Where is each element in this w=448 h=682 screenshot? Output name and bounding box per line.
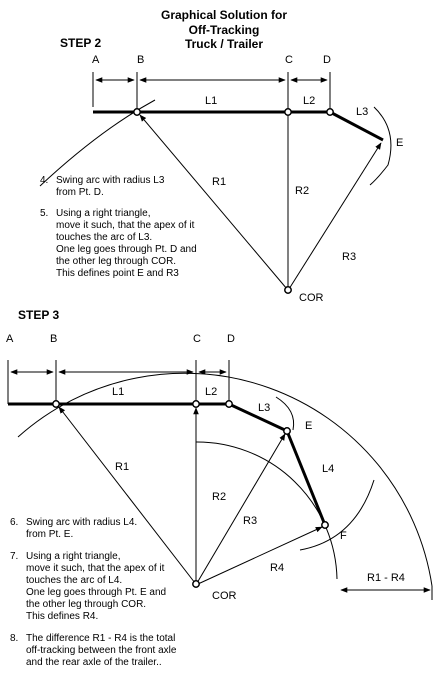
step2-label-r2: R2 <box>295 185 309 197</box>
step2-label-cor: COR <box>299 292 324 304</box>
step3-label-f: F <box>340 530 347 542</box>
step2-radius-r1 <box>139 114 288 290</box>
note-8-line-3: and the rear axle of the trailer.. <box>26 657 162 668</box>
note-7-number: 7. <box>10 551 18 562</box>
step2-heading: STEP 2 <box>60 36 101 50</box>
step3-arc-r4 <box>195 441 338 580</box>
note-4-line-1: Swing arc with radius L3 <box>56 175 165 186</box>
note-8-line-1: The difference R1 - R4 is the total <box>26 633 175 644</box>
step2-label-r3: R3 <box>342 251 356 263</box>
step3-point-c <box>192 400 200 408</box>
note-7-line-3: touches the arc of L4. <box>26 575 122 586</box>
step2-point-c <box>284 108 292 116</box>
note-5-line-1: Using a right triangle, <box>56 208 151 219</box>
step3-label-r1: R1 <box>115 461 129 473</box>
step3-label-l3: L3 <box>258 402 270 414</box>
step2-label-l2: L2 <box>303 95 315 107</box>
step3-point-cor <box>192 580 200 588</box>
note-4-number: 4. <box>40 175 48 186</box>
step2-notes: 4. Swing arc with radius L3 from Pt. D. … <box>40 175 197 279</box>
step2-label-e: E <box>396 137 403 149</box>
step3-label-r3: R3 <box>243 515 257 527</box>
step2-point-b <box>133 108 141 116</box>
step3-point-d <box>225 400 233 408</box>
step3-radius-r1 <box>58 406 196 584</box>
step3-point-f <box>321 521 329 529</box>
step3-radius-r4 <box>197 526 323 585</box>
note-5-line-5: the other leg through COR. <box>56 256 176 267</box>
step3-point-b-label: B <box>50 333 57 345</box>
note-6-line-1: Swing arc with radius L4. <box>26 517 137 528</box>
step2-arc-l3 <box>369 106 392 186</box>
step3-label-l4: L4 <box>322 463 334 475</box>
note-4-line-2: from Pt. D. <box>56 187 104 198</box>
note-5-line-2: move it such, that the apex of it <box>56 220 195 231</box>
step3-label-l1: L1 <box>112 386 124 398</box>
note-8-number: 8. <box>10 633 18 644</box>
note-5-line-6: This defines point E and R3 <box>56 268 179 279</box>
step3-trailer-l3 <box>228 402 288 433</box>
step2-point-c-label: C <box>285 54 293 66</box>
step2-label-r1: R1 <box>212 176 226 188</box>
step2-diagram: STEP 2 A B C D L1 L2 L3 E R1 <box>39 36 403 304</box>
step2-arc-r1 <box>39 99 156 187</box>
step3-arc-l3 <box>275 396 295 431</box>
step3-label-r4: R4 <box>270 562 284 574</box>
step3-label-cor: COR <box>212 590 237 602</box>
step3-point-c-label: C <box>193 333 201 345</box>
step3-label-r2: R2 <box>212 491 226 503</box>
step2-point-d-label: D <box>323 54 331 66</box>
note-5-line-3: touches the arc of L3. <box>56 232 152 243</box>
title-line-1: Graphical Solution for <box>161 8 287 22</box>
step2-radius-r3 <box>288 142 382 290</box>
step3-point-d-label: D <box>227 333 235 345</box>
step3-diagram: STEP 3 A B C D <box>6 308 433 602</box>
note-7-line-4: One leg goes through Pt. E and <box>26 587 166 598</box>
title-line-3: Truck / Trailer <box>185 37 263 51</box>
note-7-line-5: the other leg through COR. <box>26 599 146 610</box>
step2-trailer-l3 <box>329 110 384 142</box>
step3-label-r1-minus-r4: R1 - R4 <box>367 572 405 584</box>
step2-label-l1: L1 <box>205 95 217 107</box>
step2-point-d <box>326 108 334 116</box>
note-5-number: 5. <box>40 208 48 219</box>
step2-point-b-label: B <box>137 54 144 66</box>
step2-point-a-label: A <box>92 54 100 66</box>
step2-label-l3: L3 <box>356 106 368 118</box>
step3-point-e <box>283 427 291 435</box>
note-6-number: 6. <box>10 517 18 528</box>
step3-arc-l4 <box>299 479 375 551</box>
step3-notes: 6. Swing arc with radius L4. from Pt. E.… <box>10 517 177 668</box>
step3-label-e: E <box>305 420 312 432</box>
note-7-line-2: move it such, that the apex of it <box>26 563 165 574</box>
note-7-line-6: This defines R4. <box>26 611 98 622</box>
step3-arc-r1 <box>17 372 433 587</box>
note-8-line-2: off-tracking between the front axle <box>26 645 177 656</box>
note-5-line-4: One leg goes through Pt. D and <box>56 244 197 255</box>
step3-label-l2: L2 <box>205 386 217 398</box>
step2-point-cor <box>284 286 292 294</box>
note-7-line-1: Using a right triangle, <box>26 551 121 562</box>
step3-point-b <box>52 400 60 408</box>
step3-radius-r3 <box>196 433 286 584</box>
title-line-2: Off-Tracking <box>189 23 260 37</box>
step3-heading: STEP 3 <box>18 308 59 322</box>
note-6-line-2: from Pt. E. <box>26 529 73 540</box>
step3-trailer-l4 <box>285 430 327 526</box>
step3-point-a-label: A <box>6 333 14 345</box>
